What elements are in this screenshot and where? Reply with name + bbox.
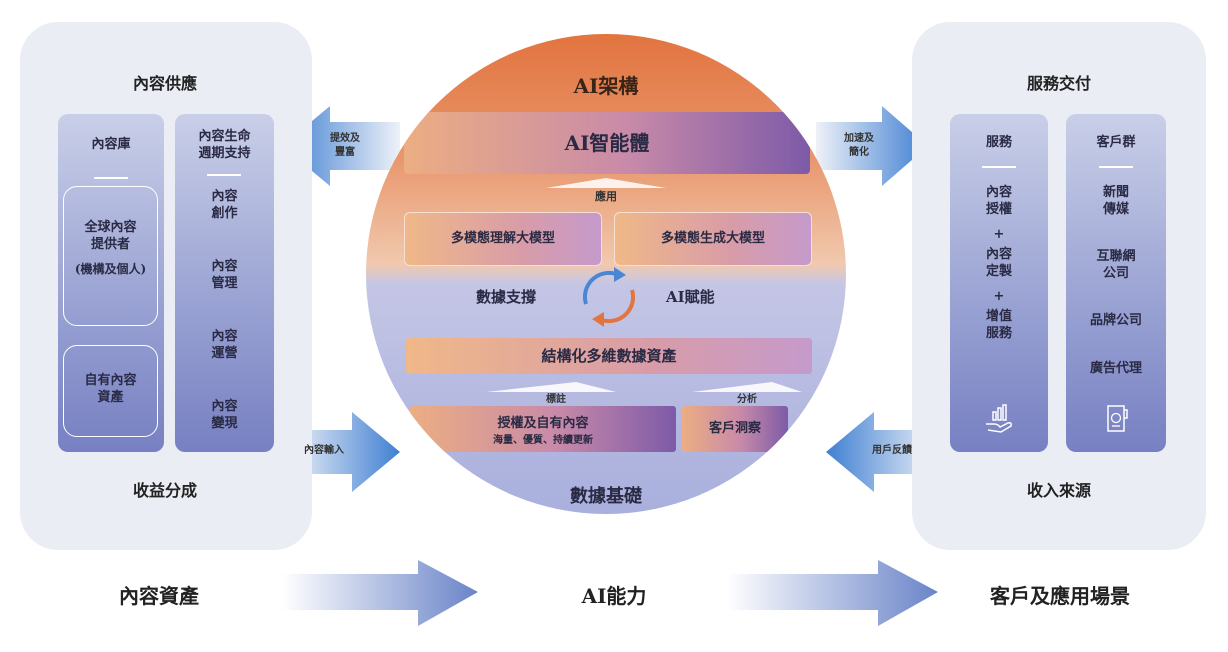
arrow-label-user-feedback: 用戶反饋 (872, 445, 912, 456)
content-library-title: 內容庫 (91, 137, 131, 152)
owned-assets-line2: 資產 (97, 390, 124, 405)
ai-architecture-circle: AI架構 AI智能體 應用 多模態理解大模型 多模態生成大模型 數據支撐 AI賦… (366, 34, 846, 514)
hand-chart-icon (986, 404, 1012, 433)
service-column: 服務 內容 授權 + 內容 定製 + 增值 服務 (950, 114, 1048, 452)
ai-architecture-title: AI架構 (573, 74, 639, 98)
analyze-wedge (692, 382, 802, 392)
apply-wedge (546, 178, 666, 188)
divider (94, 177, 128, 179)
ai-agent-bar: AI智能體 (404, 112, 810, 174)
analyze-label: 分析 (737, 394, 757, 405)
lifecycle-item: 內容 運營 (211, 329, 238, 361)
content-supply-heading: 內容供應 (132, 74, 197, 93)
licensed-content-bar: 授權及自有內容 海量、優質、持續更新 (410, 406, 676, 452)
bottom-label-customers-scenarios: 客戶及應用場景 (990, 584, 1130, 608)
service-item: 內容 定製 (985, 247, 1012, 279)
global-providers-box: 全球內容 提供者 (機構及個人) (63, 186, 158, 326)
owned-assets-box: 自有內容 資產 (63, 345, 158, 437)
global-providers-line3: (機構及個人) (74, 262, 147, 276)
arrow-label-accelerate: 加速及 簡化 (844, 133, 874, 158)
data-foundation-title: 數據基礎 (570, 486, 642, 507)
customer-item: 品牌公司 (1089, 313, 1142, 328)
content-library-column: 內容庫 全球內容 提供者 (機構及個人) 自有內容 資產 (58, 114, 164, 452)
cycle-arrows-icon (582, 267, 636, 327)
global-providers-line1: 全球內容 (84, 220, 137, 235)
bottom-arrow-1 (282, 560, 478, 626)
customer-group-column: 客戶群 新聞 傳媒 互聯網 公司 品牌公司 廣告代理 (1066, 114, 1166, 452)
service-title: 服務 (985, 135, 1012, 150)
arrow-right-top (816, 106, 928, 186)
multimodal-understanding-model: 多模態理解大模型 (404, 212, 602, 266)
service-plus: + (993, 227, 1005, 242)
arrow-right-bottom (826, 412, 940, 492)
document-icon (1107, 405, 1128, 432)
divider (1099, 166, 1133, 168)
annotate-label: 標註 (546, 394, 566, 405)
service-delivery-heading: 服務交付 (1026, 74, 1091, 93)
lifecycle-support-title: 內容生命 週期支持 (198, 129, 251, 161)
bottom-label-ai-capability: AI能力 (581, 584, 647, 608)
annotate-wedge (486, 382, 616, 392)
structured-data-assets-bar: 結構化多維數據資產 (406, 338, 812, 374)
lifecycle-item: 內容 管理 (211, 259, 238, 291)
service-item: 增值 服務 (985, 309, 1012, 341)
bottom-label-content-assets: 內容資產 (119, 584, 199, 608)
revenue-source-heading: 收入來源 (1026, 481, 1091, 500)
licensed-content-line1: 授權及自有內容 (497, 416, 589, 431)
lifecycle-item: 內容 變現 (211, 399, 238, 431)
bottom-arrow-2 (726, 560, 938, 626)
multimodal-generation-model: 多模態生成大模型 (614, 212, 812, 266)
ai-empower-label: AI賦能 (666, 288, 715, 306)
revenue-share-heading: 收益分成 (132, 481, 197, 500)
licensed-content-line2: 海量、優質、持續更新 (493, 435, 593, 446)
arrow-left-bottom (288, 412, 400, 492)
divider (207, 174, 241, 176)
customer-insight-bar: 客戶洞察 (682, 406, 788, 452)
service-plus: + (993, 289, 1005, 304)
customer-item: 新聞 傳媒 (1102, 185, 1129, 217)
customer-item: 廣告代理 (1089, 361, 1142, 376)
arrow-label-content-input: 內容輸入 (304, 445, 344, 456)
customer-group-title: 客戶群 (1096, 135, 1136, 150)
service-item: 內容 授權 (985, 185, 1012, 217)
data-support-label: 數據支撐 (476, 288, 537, 306)
arrow-label-enhance: 提效及 豐富 (330, 133, 360, 158)
lifecycle-item: 內容 創作 (211, 189, 238, 221)
apply-label: 應用 (595, 190, 617, 203)
divider (982, 166, 1016, 168)
customer-item: 互聯網 公司 (1096, 249, 1136, 281)
lifecycle-support-column: 內容生命 週期支持 內容 創作 內容 管理 內容 運營 內容 變現 (175, 114, 274, 452)
owned-assets-line1: 自有內容 (84, 373, 137, 388)
global-providers-line2: 提供者 (90, 237, 130, 252)
